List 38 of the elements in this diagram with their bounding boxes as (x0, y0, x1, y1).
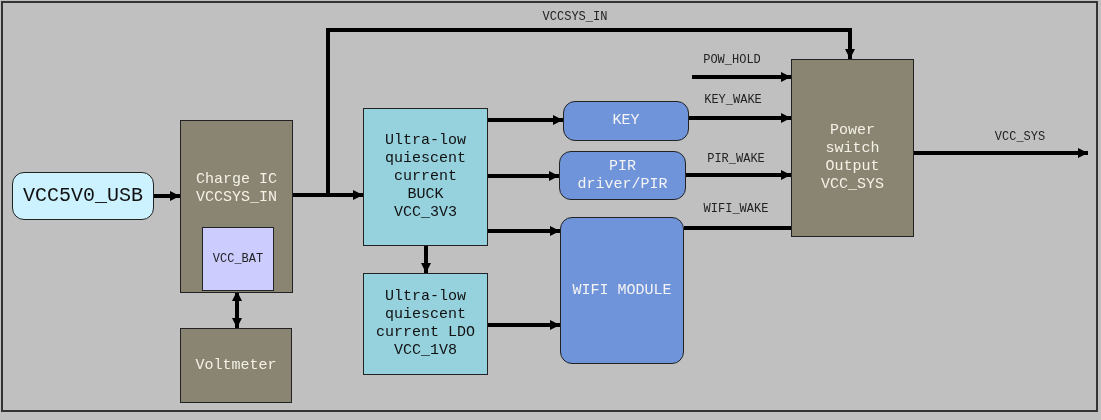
arrow (488, 226, 560, 236)
arrow (232, 291, 242, 328)
chip-box (791, 59, 914, 237)
node-label: VCC_BAT (211, 251, 265, 267)
node-label: VCC5V0_USB (22, 184, 144, 208)
arrow (692, 72, 791, 82)
regulator-box (363, 108, 488, 246)
signal-label: POW_HOLD (703, 54, 761, 66)
arrow (914, 148, 1088, 158)
chip-box (180, 120, 293, 293)
arrow (488, 171, 559, 181)
arrow (689, 113, 791, 123)
arrow (154, 191, 180, 201)
module-box (560, 217, 684, 364)
signal-label: VCCSYS_IN (542, 11, 608, 23)
arrow (686, 170, 791, 180)
node-label: Ultra-low quiescent current BUCK VCC_3V3 (384, 132, 467, 222)
terminal-box (12, 172, 154, 220)
chip-box (180, 328, 292, 403)
node-label: PIR driver/PIR (576, 157, 669, 194)
module-box (559, 151, 686, 200)
node-label: KEY (611, 112, 641, 130)
arrow (488, 320, 560, 330)
node-label: Power switch Output VCC_SYS (820, 122, 885, 194)
battery-box (202, 227, 274, 291)
signal-label: VCC_SYS (994, 131, 1046, 143)
node-label: Charge IC VCCSYS_IN (195, 171, 278, 207)
node-label: WIFI MODULE (571, 281, 673, 300)
regulator-box (363, 273, 488, 375)
arrow (488, 115, 563, 125)
arrow (421, 246, 431, 273)
signal-label: WIFI_WAKE (703, 203, 769, 215)
signal-label: KEY_WAKE (704, 94, 762, 106)
node-label: Ultra-low quiescent current LDO VCC_1V8 (375, 288, 476, 360)
signal-label: PIR_WAKE (707, 153, 765, 165)
connector-line (684, 226, 791, 230)
node-label: Voltmeter (194, 356, 278, 375)
module-box (563, 101, 689, 141)
